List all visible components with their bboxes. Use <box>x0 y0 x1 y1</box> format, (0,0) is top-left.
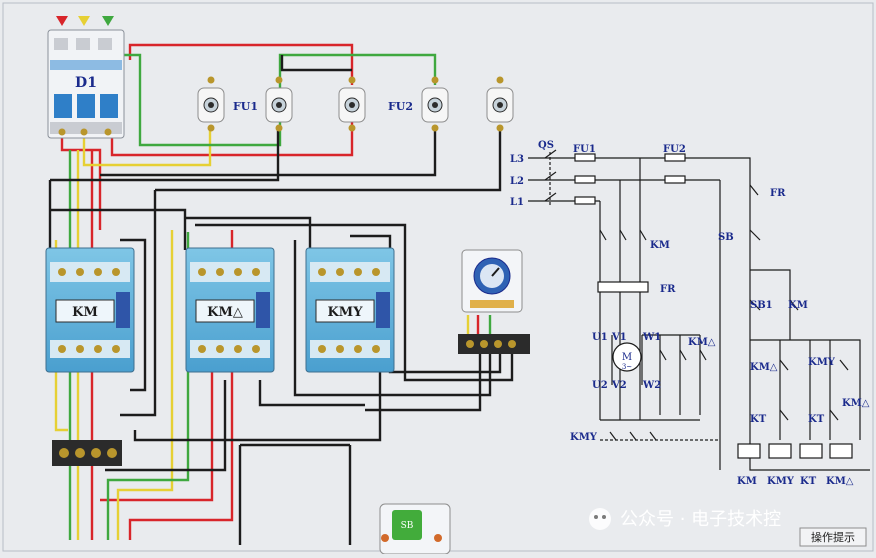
label-l2: L2 <box>510 176 524 187</box>
schematic <box>528 149 870 471</box>
contactor-name-km: KM <box>72 305 98 320</box>
phase-arrow-icon <box>102 16 114 26</box>
label-kmy-main: KMY <box>570 432 598 443</box>
label-kt1: KT <box>750 414 767 425</box>
fuse-label-fu2: FU2 <box>388 100 413 113</box>
circuit-breaker[interactable]: D1 <box>47 16 125 139</box>
label-km-hold: KM <box>788 300 808 311</box>
fuse-holder[interactable] <box>421 76 449 132</box>
label-fr-top: FR <box>770 188 786 199</box>
label-fr-mid: FR <box>660 284 676 295</box>
chat-icon <box>589 508 611 530</box>
fuse-label-fu1: FU1 <box>233 100 258 113</box>
label-u2: U2 <box>592 380 608 391</box>
label-v2: V2 <box>611 380 627 391</box>
fuse-holder[interactable] <box>265 76 293 132</box>
contactor-kmd[interactable]: KM△ <box>185 247 275 373</box>
label-fu1: FU1 <box>573 144 596 155</box>
contactor-name-kmy: KMY <box>328 305 364 320</box>
fuse-group: FU1 FU2 <box>197 76 514 132</box>
button-label-sb: SB <box>401 521 414 531</box>
coil-label-kt: KT <box>800 476 817 487</box>
label-v1: V1 <box>611 332 627 343</box>
label-sb: SB <box>718 232 734 243</box>
watermark: 公众号 · 电子技术控 <box>589 508 781 530</box>
time-relay[interactable] <box>458 249 530 354</box>
watermark-text: 公众号 · 电子技术控 <box>620 509 781 530</box>
label-w1: W1 <box>642 332 661 343</box>
label-kt2: KT <box>808 414 825 425</box>
motor-phase: 3~ <box>622 363 632 371</box>
thermal-relay[interactable] <box>52 440 122 466</box>
contactor-name-kmd: KM△ <box>207 305 243 320</box>
label-u1: U1 <box>592 332 608 343</box>
label-l3: L3 <box>510 154 524 165</box>
label-fu2: FU2 <box>663 144 686 155</box>
label-km-main: KM <box>650 240 670 251</box>
hint-button-label: 操作提示 <box>811 530 855 544</box>
label-w2: W2 <box>642 380 661 391</box>
contactor-kmy[interactable]: KMY <box>305 247 395 373</box>
label-kmd-contact: KM△ <box>688 337 716 348</box>
hint-button[interactable]: 操作提示 <box>799 527 867 547</box>
wiring <box>48 30 514 545</box>
label-qs: QS <box>538 140 554 151</box>
label-kmy-ctrl: KMY <box>808 357 836 368</box>
label-sb1: SB1 <box>750 300 773 311</box>
phase-arrow-icon <box>56 16 68 26</box>
schematic-labels: L3 L2 L1 QS FU1 FU2 FR KM FR SB SB1 KM U… <box>510 140 870 487</box>
phase-arrow-icon <box>78 16 90 26</box>
coil-label-km: KM <box>737 476 757 487</box>
motor-label: M <box>622 352 632 363</box>
breaker-label: D1 <box>75 75 97 91</box>
label-kmd-ctrl: KM△ <box>750 362 778 373</box>
contactor-km[interactable]: KM <box>45 247 135 373</box>
label-kmd-right: KM△ <box>842 398 870 409</box>
fuse-holder[interactable] <box>338 76 366 132</box>
coil-label-kmy: KMY <box>767 476 795 487</box>
fuse-holder[interactable] <box>486 76 514 132</box>
coil-label-kmd: KM△ <box>826 476 854 487</box>
fuse-holder[interactable] <box>197 76 225 132</box>
push-button-station[interactable]: SB <box>379 503 451 555</box>
label-l1: L1 <box>510 197 524 208</box>
